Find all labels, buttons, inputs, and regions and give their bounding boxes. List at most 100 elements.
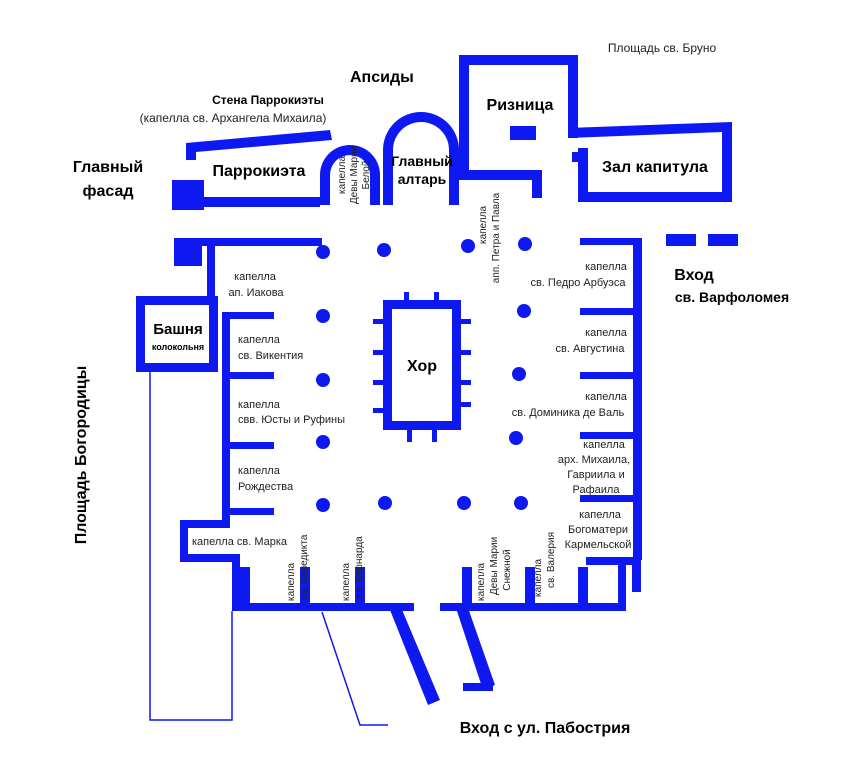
label-chapel-nativity-1: капелла [238, 465, 281, 477]
column [316, 373, 330, 387]
label-chapel-nativity-2: Рождества [238, 481, 294, 493]
svg-text:Белой: Белой [361, 161, 372, 190]
entrance-wall-right [455, 605, 495, 690]
tower-outline [136, 296, 218, 372]
label-main-altar-1: Главный [391, 153, 453, 169]
label-chapel-dominic-1: капелла [585, 391, 628, 403]
label-peter-paul: капелла апп. Петра и Павла [478, 192, 502, 283]
svg-text:Девы Марии: Девы Марии [489, 537, 500, 595]
label-square-bogoroditsy: Площадь Богородицы [73, 366, 90, 545]
label-parrokieta-wall-1: Стена Паррокиэты [212, 93, 324, 107]
outer-lines [149, 372, 388, 726]
parrokieta-wall [186, 130, 332, 160]
column [316, 309, 330, 323]
label-parrokieta: Паррокиэта [213, 163, 306, 180]
right-divider-4 [580, 495, 642, 502]
chapel-divider-1 [222, 312, 274, 319]
column [457, 496, 471, 510]
column [517, 304, 531, 318]
bartholomew-door-1 [666, 234, 696, 246]
label-chapel-carmel-1: капелла [579, 509, 622, 521]
label-chapel-justa-2: свв. Юсты и Руфины [238, 414, 345, 426]
label-chapel-bernard: капелла св. Бернарда [341, 536, 365, 601]
chapel-divider-3 [222, 442, 274, 449]
label-chapel-augustine-2: св. Августина [556, 343, 626, 355]
bottom-divider-5 [525, 567, 535, 607]
chapel-divider-2 [222, 372, 274, 379]
label-chapel-pedro-1: капелла [585, 261, 628, 273]
bottom-divider-2 [300, 567, 310, 607]
label-chapel-augustine-1: капелла [585, 327, 628, 339]
facade-wall-top [202, 238, 322, 246]
facade-block-mid [174, 238, 202, 266]
label-vestry: Ризница [487, 97, 554, 114]
chapter-hall-wall [568, 122, 732, 202]
label-entrance-pabostria: Вход с ул. Пабострия [460, 720, 631, 737]
label-chapel-pedro-2: св. Педро Арбуэса [530, 277, 626, 289]
bottom-divider-3 [355, 567, 365, 607]
label-chapel-snow-mary: капелла Девы Марии Снежной [476, 537, 513, 601]
column [316, 245, 330, 259]
svg-text:капелла: капелла [341, 563, 352, 601]
apse-left [320, 145, 380, 205]
label-tower-2: колокольня [152, 342, 204, 352]
mark-chapel-wall [180, 520, 240, 610]
chapter-hall-block [572, 152, 588, 162]
bottom-right-corner-h [586, 557, 641, 565]
entrance-wall-left [388, 605, 440, 705]
label-entrance-bartholomew-1: Вход [674, 267, 714, 284]
svg-text:капелла: капелла [286, 563, 297, 601]
label-main-altar-2: алтарь [398, 171, 447, 187]
bottom-divider-4 [462, 567, 472, 607]
label-chapel-archangels-4: Рафаила [573, 484, 621, 496]
column [518, 237, 532, 251]
bottom-right-corner-v [618, 565, 626, 611]
left-aisle-wall [222, 312, 230, 526]
label-parrokieta-wall-2: (капелла св. Архангела Михаила) [140, 111, 327, 125]
walls [136, 55, 738, 726]
parrokieta-wall-right [198, 197, 320, 207]
label-chapel-justa-1: капелла [238, 399, 281, 411]
vestry-right-lower [532, 170, 542, 198]
label-choir: Хор [407, 358, 437, 375]
right-stub-bottom [632, 557, 641, 592]
label-white-mary: капелла Девы Марии Белой [337, 146, 372, 204]
svg-text:Снежной: Снежной [502, 549, 513, 591]
labels: Апсиды Стена Паррокиэты (капелла св. Арх… [73, 41, 789, 737]
bartholomew-door-2 [708, 234, 738, 246]
columns [316, 237, 532, 512]
column [509, 431, 523, 445]
column [514, 496, 528, 510]
right-divider-2 [580, 372, 642, 379]
altar-right-wall [459, 170, 542, 180]
label-chapel-valery: капелла св. Валерия [533, 532, 557, 597]
label-chapel-mark: капелла св. Марка [192, 536, 288, 548]
svg-text:капелла: капелла [476, 563, 487, 601]
label-chapel-vincent-2: св. Викентия [238, 350, 303, 362]
svg-text:Девы Марии: Девы Марии [349, 146, 360, 204]
svg-text:св. Бенедикта: св. Бенедикта [299, 534, 310, 599]
label-chapel-carmel-2: Богоматери [568, 524, 628, 536]
right-divider-1 [580, 308, 642, 315]
column [512, 367, 526, 381]
column [316, 435, 330, 449]
svg-text:апп. Петра и Павла: апп. Петра и Павла [491, 192, 502, 283]
column [377, 243, 391, 257]
label-chapel-james-1: капелла [234, 271, 277, 283]
vestry-inner-block [510, 126, 536, 140]
label-main-facade-1: Главный [73, 159, 143, 176]
apse-right [383, 112, 459, 205]
bottom-wall-left [232, 603, 414, 611]
label-chapel-dominic-2: св. Доминика де Валь [512, 407, 625, 419]
svg-text:св. Бернарда: св. Бернарда [354, 536, 365, 598]
bottom-divider-1 [240, 567, 250, 607]
right-divider-3 [580, 432, 642, 439]
label-chapel-benedict: капелла св. Бенедикта [286, 534, 310, 601]
choir-stalls [373, 292, 471, 442]
choir-outline [383, 300, 461, 430]
label-chapel-james-2: ап. Иакова [228, 287, 284, 299]
facade-wall-vertical [207, 246, 215, 298]
label-chapel-archangels-2: арх. Михаила, [558, 454, 630, 466]
column [378, 496, 392, 510]
